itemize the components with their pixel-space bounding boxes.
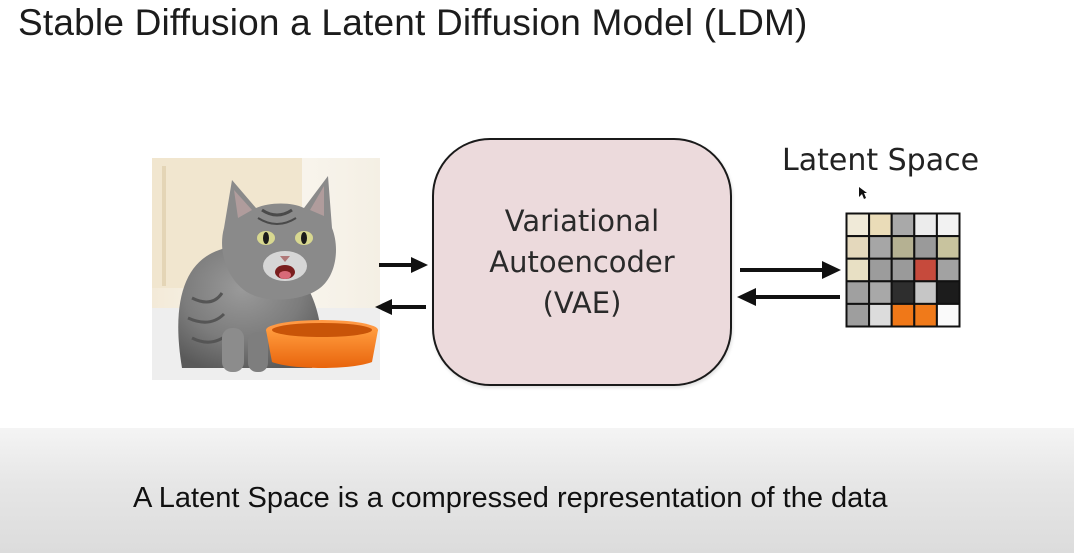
latent-cell [868, 212, 893, 238]
slide-caption: A Latent Space is a compressed represent… [133, 482, 888, 514]
latent-cell [890, 280, 916, 305]
latent-grid [845, 212, 961, 328]
latent-cell [913, 280, 938, 305]
latent-cell [845, 280, 871, 305]
slide-title: Stable Diffusion a Latent Diffusion Mode… [18, 2, 808, 43]
latent-cell [868, 235, 893, 260]
vae-label-line-3: (VAE) [542, 285, 622, 320]
vae-label-line-1: Variational [504, 203, 660, 238]
vae-label-line-2: Autoencoder [489, 244, 675, 279]
latent-cell [845, 302, 871, 328]
latent-cell [935, 212, 961, 238]
latent-cell [935, 235, 961, 260]
latent-cell [935, 302, 961, 328]
latent-cell [913, 235, 938, 260]
latent-cell [890, 235, 916, 260]
cat-image [152, 158, 380, 380]
latent-cell [890, 257, 916, 283]
mouse-cursor-icon [859, 187, 867, 199]
decode-arrow [375, 299, 426, 315]
latent-cell [913, 257, 938, 283]
latent-cell [913, 302, 938, 328]
latent-cell [935, 257, 961, 283]
latent-cell [913, 212, 938, 238]
from-latent-arrow [737, 288, 840, 306]
latent-cell [868, 302, 893, 328]
latent-space-label: Latent Space [782, 143, 980, 178]
latent-cell [868, 257, 893, 283]
latent-cell [935, 280, 961, 305]
caption-band [0, 428, 1074, 553]
to-latent-arrow [740, 261, 841, 279]
vae-block: Variational Autoencoder (VAE) [432, 138, 732, 386]
latent-cell [890, 212, 916, 238]
latent-cell [845, 212, 871, 238]
latent-cell [845, 257, 871, 283]
latent-cell [868, 280, 893, 305]
latent-cell [890, 302, 916, 328]
encode-arrow [379, 257, 428, 273]
latent-cell [845, 235, 871, 260]
